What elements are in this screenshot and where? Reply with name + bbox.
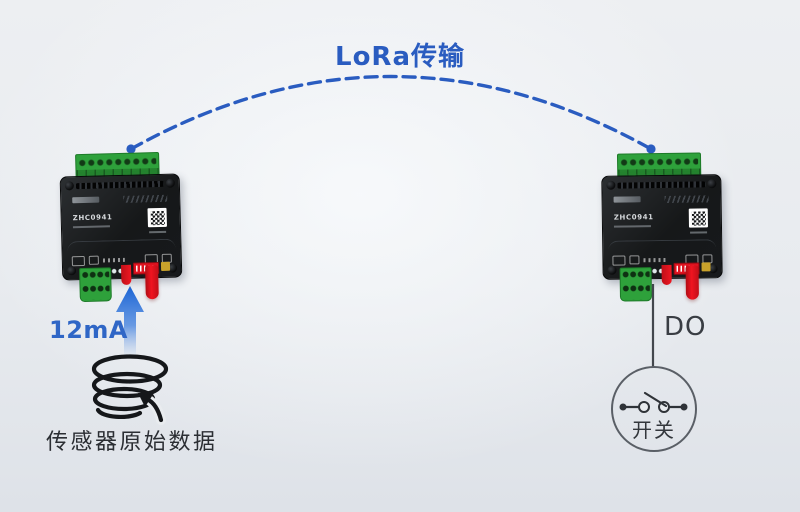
panel-seam <box>67 238 176 255</box>
corner-screw-icon <box>66 266 77 276</box>
sensor-coil-icon <box>91 354 169 425</box>
model-label: ZHC0941 <box>613 213 654 222</box>
spec-line <box>72 225 110 229</box>
antenna-connector-icon <box>685 265 700 300</box>
panel-seam <box>608 239 717 254</box>
panel-button <box>71 255 85 266</box>
panel-marks <box>102 257 125 262</box>
qr-code-icon <box>147 207 167 228</box>
terminal-block-bottom <box>79 267 112 303</box>
current-value-label: 12mA <box>49 316 128 344</box>
switch-label: 开关 <box>632 418 676 442</box>
qr-caption-line <box>690 231 708 234</box>
qr-caption-line <box>149 230 167 234</box>
lora-link-label: LoRa传输 <box>335 42 465 72</box>
brand-logo <box>613 196 641 203</box>
do-signal-label: DO <box>664 312 707 342</box>
corner-screw-icon <box>165 178 175 188</box>
model-label: ZHC0941 <box>72 213 113 223</box>
antenna-connector-icon <box>661 264 672 286</box>
io-module-right: ZHC0941 <box>601 152 723 304</box>
terminal-chip <box>701 262 711 272</box>
corner-screw-icon <box>707 179 717 189</box>
panel-button <box>629 255 640 265</box>
lora-link-arc <box>126 74 656 154</box>
panel-button <box>612 255 626 266</box>
panel-marks <box>643 257 666 262</box>
terminal-chip <box>160 261 171 271</box>
qr-code-icon <box>688 208 708 228</box>
brand-logo <box>72 196 100 204</box>
corner-screw-icon <box>64 181 74 191</box>
switch-contact-icon <box>619 391 688 413</box>
vent-slots <box>617 181 706 189</box>
hatch-pattern <box>123 194 168 203</box>
spec-line <box>613 225 651 228</box>
terminal-block-bottom <box>619 267 653 302</box>
vent-slots <box>75 180 164 190</box>
corner-screw-icon <box>606 180 616 190</box>
sensor-data-caption: 传感器原始数据 <box>46 430 218 455</box>
io-module-left: ZHC0941 <box>59 151 183 304</box>
antenna-connector-icon <box>144 265 159 300</box>
corner-screw-icon <box>607 265 617 275</box>
panel-button <box>88 255 99 265</box>
hatch-pattern <box>664 195 709 203</box>
antenna-connector-icon <box>120 264 132 286</box>
